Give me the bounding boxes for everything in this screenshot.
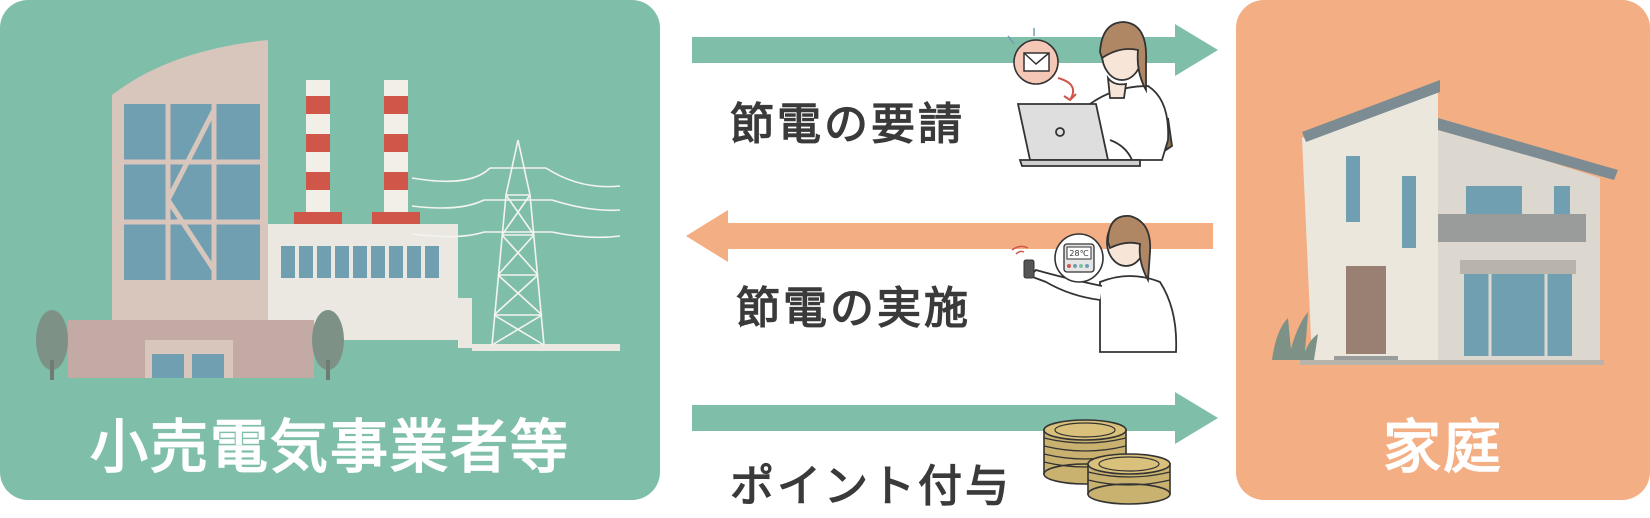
arrow-points bbox=[692, 392, 1218, 444]
flow-label-implementation: 節電の実施 bbox=[736, 283, 971, 334]
transmission-tower-icon bbox=[411, 139, 621, 346]
person-with-laptop-icon bbox=[1016, 21, 1173, 167]
retailer-label: 小売電気事業者等 bbox=[89, 413, 570, 481]
flow-label-points: ポイント付与 bbox=[730, 461, 1012, 512]
household-label: 家庭 bbox=[1382, 413, 1503, 481]
thermostat-display: 28℃ bbox=[1069, 249, 1088, 258]
remote-control-icon: 28℃ bbox=[1011, 233, 1104, 283]
coin-stack-icon bbox=[1043, 419, 1171, 505]
power-plant-icon bbox=[36, 40, 620, 380]
person-with-remote-icon bbox=[1028, 215, 1178, 353]
arrow-request bbox=[692, 24, 1218, 76]
envelope-icon bbox=[1007, 28, 1077, 102]
flow-label-request: 節電の要請 bbox=[730, 99, 965, 150]
house-icon bbox=[1272, 80, 1618, 365]
